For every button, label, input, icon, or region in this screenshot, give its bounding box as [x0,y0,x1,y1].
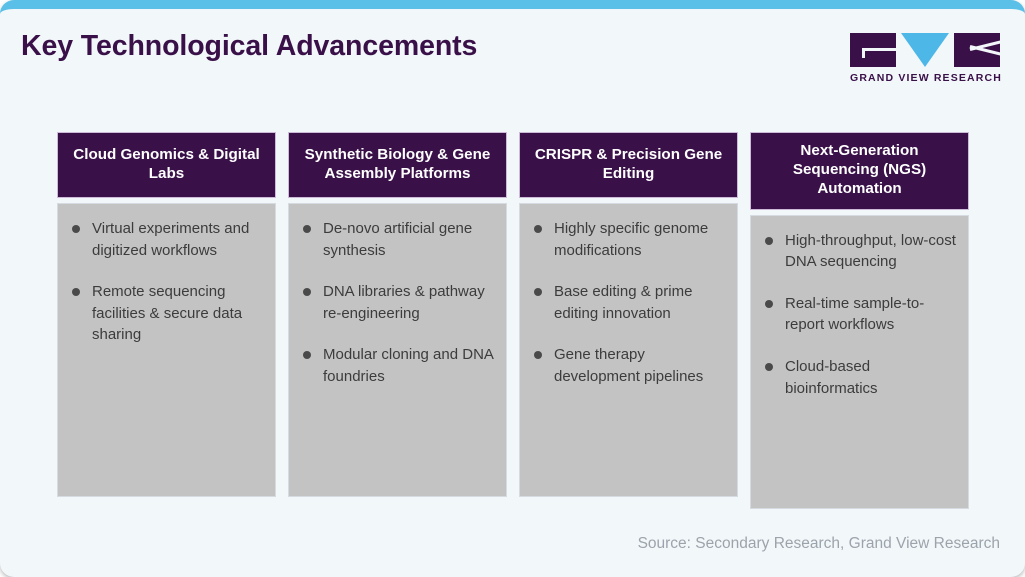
column-body: Virtual experiments and digitized workfl… [57,203,276,497]
list-item: Base editing & prime editing innovation [530,281,725,324]
advancements-columns: Cloud Genomics & Digital Labs Virtual ex… [57,132,969,509]
list-item: Highly specific genome modifications [530,218,725,261]
list-item: High-throughput, low-cost DNA sequencing [761,230,956,273]
list-item: Modular cloning and DNA foundries [299,344,494,387]
column-title: Next-Generation Sequencing (NGS) Automat… [792,142,927,197]
column-body: High-throughput, low-cost DNA sequencing… [750,214,969,509]
column-header: Synthetic Biology & Gene Assembly Platfo… [288,132,507,198]
bullet-list: Virtual experiments and digitized workfl… [68,218,263,346]
column-ngs-automation: Next-Generation Sequencing (NGS) Automat… [750,132,969,509]
bullet-dot-icon [534,288,542,297]
list-item-text: Real-time sample-to-report workflows [785,294,925,334]
r-block-icon [954,33,1000,67]
bullet-dot-icon [303,351,311,360]
list-item: Cloud-based bioinformatics [761,356,956,399]
list-item-text: Cloud-based bioinformatics [785,357,878,397]
column-title: Synthetic Biology & Gene Assembly Platfo… [304,145,491,182]
column-title: Cloud Genomics & Digital Labs [73,145,260,182]
list-item: De-novo artificial gene synthesis [299,218,494,261]
column-body: De-novo artificial gene synthesis DNA li… [288,203,507,497]
bullet-dot-icon [765,362,773,371]
column-header: CRISPR & Precision Gene Editing [519,132,738,198]
bullet-list: De-novo artificial gene synthesis DNA li… [299,218,494,388]
column-synthetic-biology: Synthetic Biology & Gene Assembly Platfo… [288,132,507,497]
bullet-list: High-throughput, low-cost DNA sequencing… [761,230,956,400]
list-item-text: Base editing & prime editing innovation [554,283,693,322]
list-item: Remote sequencing facilities & secure da… [68,281,263,346]
list-item-text: Virtual experiments and digitized workfl… [92,220,250,259]
list-item-text: De-novo artificial gene synthesis [323,220,473,259]
grand-view-research-logo: GRAND VIEW RESEARCH [850,33,1002,84]
bullet-dot-icon [534,225,542,233]
list-item-text: DNA libraries & pathway re-engineering [323,283,485,322]
logo-marks [850,33,1000,67]
slide-header: Key Technological Advancements GRAND VIE… [0,9,1025,104]
bullet-dot-icon [303,225,311,233]
list-item: Real-time sample-to-report workflows [761,293,956,336]
bullet-dot-icon [72,225,80,233]
list-item: DNA libraries & pathway re-engineering [299,281,494,324]
logo-wordmark: GRAND VIEW RESEARCH [850,72,1002,84]
column-crispr: CRISPR & Precision Gene Editing Highly s… [519,132,738,497]
bullet-dot-icon [765,299,773,308]
bullet-dot-icon [534,351,542,360]
bullet-list: Highly specific genome modifications Bas… [530,218,725,388]
column-header: Next-Generation Sequencing (NGS) Automat… [750,132,969,210]
column-cloud-genomics: Cloud Genomics & Digital Labs Virtual ex… [57,132,276,497]
list-item: Gene therapy development pipelines [530,344,725,387]
list-item-text: High-throughput, low-cost DNA sequencing [785,231,956,271]
bullet-dot-icon [72,288,80,297]
list-item: Virtual experiments and digitized workfl… [68,218,263,261]
column-header: Cloud Genomics & Digital Labs [57,132,276,198]
bullet-dot-icon [303,288,311,297]
column-title: CRISPR & Precision Gene Editing [534,145,723,182]
list-item-text: Modular cloning and DNA foundries [323,346,494,385]
list-item-text: Highly specific genome modifications [554,220,709,259]
page-title: Key Technological Advancements [21,30,478,62]
v-triangle-icon [901,33,949,67]
bullet-dot-icon [765,236,773,245]
g-block-icon [850,33,896,67]
list-item-text: Remote sequencing facilities & secure da… [92,283,243,344]
column-body: Highly specific genome modifications Bas… [519,203,738,497]
list-item-text: Gene therapy development pipelines [554,346,704,385]
source-caption: Source: Secondary Research, Grand View R… [637,535,1000,552]
